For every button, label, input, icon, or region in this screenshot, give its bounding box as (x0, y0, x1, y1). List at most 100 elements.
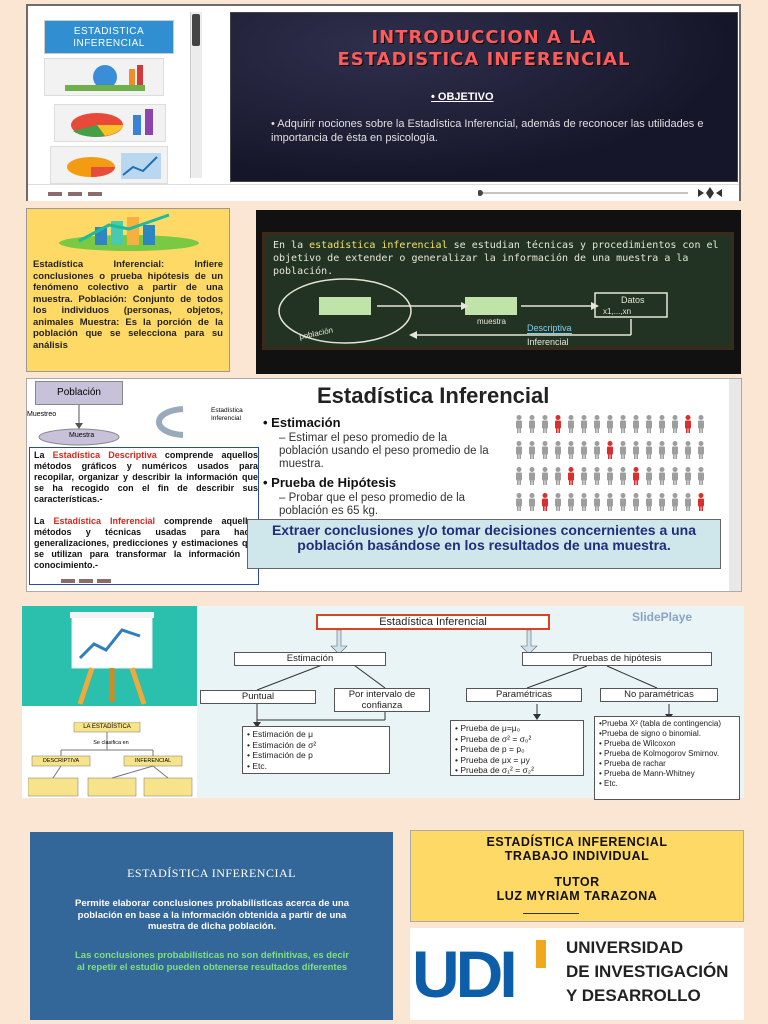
person-icon (698, 467, 704, 485)
label-descriptiva: Descriptiva (527, 323, 572, 334)
page-dot-1[interactable] (48, 192, 62, 196)
university-logo: UDI UNIVERSIDAD DE INVESTIGACIÓN Y DESAR… (410, 928, 744, 1020)
person-icon (529, 441, 535, 459)
page-dot-2[interactable] (68, 192, 82, 196)
estimacion-item: • Etc. (247, 760, 267, 771)
person-icon (568, 441, 574, 459)
logo-line-3: Y DESARROLLO (566, 986, 701, 1005)
classification-side: LA ESTADÍSTICA Se clasifica en DESCRIPTI… (22, 606, 197, 798)
udi-mark: UDI (412, 937, 518, 1011)
person-icon (698, 441, 704, 459)
prueba-detail: – Probar que el peso promedio de la pobl… (279, 492, 466, 517)
page-dot-6[interactable] (97, 579, 111, 583)
person-icon (620, 493, 626, 511)
signature-line (523, 913, 579, 914)
muestreo-label: Muestreo (27, 411, 57, 418)
person-icon (594, 441, 600, 459)
parametricas-item: • Prueba de μ=μ₀ (455, 723, 521, 733)
person-icon (581, 493, 587, 511)
sidebar-scrollbar[interactable] (190, 12, 202, 178)
person-icon (633, 415, 639, 433)
thumbnail-3[interactable] (50, 146, 168, 184)
person-icon (594, 493, 600, 511)
people-icon-grid (516, 415, 704, 511)
person-icon (607, 441, 613, 459)
chalk-rest: se estudian técnicas y procedimientos co… (273, 240, 719, 277)
panel-scrollbar[interactable] (729, 379, 741, 591)
classification-diagram (28, 722, 193, 797)
estimacion-item: • Estimación de μ (247, 729, 313, 739)
no-parametricas-list: •Prueba X² (tabla de contingencia) •Prue… (594, 716, 740, 800)
node-muestra: muestra (477, 317, 506, 326)
person-icon (542, 493, 548, 511)
page-dot-3[interactable] (88, 192, 102, 196)
root-node: Estadística Inferencial (316, 614, 550, 630)
person-icon (516, 415, 522, 433)
estadistica-label: Estadística Inferencial (211, 407, 243, 422)
person-icon (646, 467, 652, 485)
definition-text: Estadística Inferencial: Infiere conclus… (33, 259, 223, 351)
parametricas-item: • Prueba de σ₁² = σ₂² (455, 765, 534, 775)
no-parametricas-item: • Prueba de Wilcoxon (599, 739, 676, 748)
person-icon (646, 441, 652, 459)
page-dot-5[interactable] (79, 579, 93, 583)
person-icon (620, 441, 626, 459)
chalk-lead: En la (273, 240, 310, 251)
slide-title-line-1: INTRODUCCION A LA (371, 27, 597, 48)
node-datos: Datos (621, 295, 645, 305)
progress-slider[interactable] (478, 185, 728, 202)
inf-highlight: Estadística Inferencial (53, 516, 156, 526)
person-icon (672, 467, 678, 485)
panel-title: Estadística Inferencial (317, 383, 550, 408)
person-icon (555, 493, 561, 511)
inference-panel: Población Muestreo Muestra Estadística I… (26, 378, 742, 592)
slideshow-panel: ESTADISTICA INFERENCIAL INTRODUCCION A L… (26, 4, 741, 201)
slide-sidebar: ESTADISTICA INFERENCIAL (34, 12, 206, 184)
page-dot-4[interactable] (61, 579, 75, 583)
blue-panel-title: ESTADÍSTICA INFERENCIAL (127, 866, 296, 880)
descriptiva-definition: La Estadística Descriptiva comprende aqu… (34, 450, 258, 505)
title-card: ESTADÍSTICA INFERENCIAL TRABAJO INDIVIDU… (410, 830, 744, 922)
sidebar-title[interactable]: ESTADISTICA INFERENCIAL (44, 20, 174, 54)
person-icon (659, 493, 665, 511)
definition-panel: Estadística Inferencial: Infiere conclus… (26, 208, 230, 372)
chalkboard-text: En la estadística inferencial se estudia… (273, 239, 729, 278)
flowchart-panel: LA ESTADÍSTICA Se clasifica en DESCRIPTI… (22, 606, 744, 800)
parametricas-list: • Prueba de μ=μ₀ • Prueba de σ² = σ₀² • … (450, 720, 584, 776)
person-icon (555, 441, 561, 459)
blue-panel-description: Permite elaborar conclusiones probabilís… (74, 898, 350, 932)
person-icon (633, 467, 639, 485)
person-icon (672, 415, 678, 433)
person-icon (516, 493, 522, 511)
estimacion-item: • Estimación de σ² (247, 739, 317, 750)
scrollbar-thumb[interactable] (192, 14, 200, 46)
no-parametricas-item: •Prueba de signo o binomial. (599, 729, 701, 738)
person-icon (633, 441, 639, 459)
title-card-tutor-name: LUZ MYRIAM TARAZONA (496, 889, 658, 903)
person-icon (594, 415, 600, 433)
title-card-tutor-label: TUTOR (554, 875, 600, 889)
no-parametricas-item: • Prueba de Mann-Whitney (599, 769, 695, 778)
logo-line-2: DE INVESTIGACIÓN (566, 962, 729, 981)
inferencial-definition: La Estadística Inferencial comprende aqu… (34, 516, 258, 571)
chalkboard: En la estadística inferencial se estudia… (262, 232, 734, 350)
person-icon (529, 415, 535, 433)
person-icon (581, 415, 587, 433)
puntual-node: Puntual (200, 690, 316, 704)
person-icon (620, 415, 626, 433)
person-icon (542, 415, 548, 433)
objective-text: • Adquirir nociones sobre la Estadística… (271, 118, 704, 144)
thumbnail-2[interactable] (54, 104, 166, 142)
slideplayer-brand[interactable]: SlidePlaye (632, 610, 693, 624)
desc-prefix: La (34, 450, 53, 460)
inf-prefix: La (34, 516, 54, 526)
mini-sub: Se clasifica en (93, 740, 129, 746)
sampling-diagram (38, 405, 184, 446)
inference-diagram (278, 278, 668, 344)
conclusion-banner: Extraer conclusiones y/o tomar decisione… (247, 519, 721, 569)
thumbnail-1[interactable] (44, 58, 164, 96)
person-icon (672, 441, 678, 459)
parametricas-item: • Prueba de σ² = σ₀² (455, 733, 532, 744)
person-icon (542, 441, 548, 459)
person-icon (607, 467, 613, 485)
